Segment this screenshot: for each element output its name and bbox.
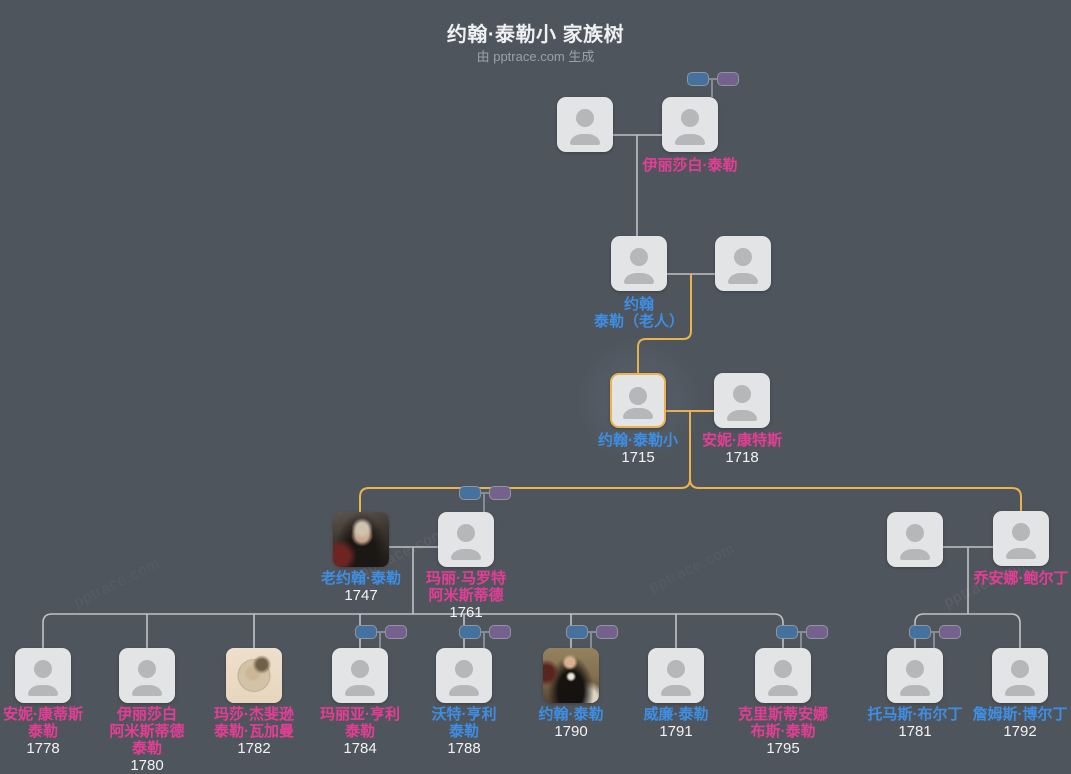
chip-stub [933, 632, 935, 648]
female-ancestor-chip-icon[interactable] [596, 625, 618, 639]
chip-stub [800, 632, 802, 648]
female-ancestor-chip-icon[interactable] [939, 625, 961, 639]
person-card-john-tyler-jr-focused[interactable] [610, 373, 666, 428]
chip-stub [483, 632, 485, 648]
collapsed-branch-toggle[interactable] [355, 625, 407, 648]
chip-connector [376, 631, 386, 633]
chip-connector [480, 631, 490, 633]
female-ancestor-chip-icon[interactable] [806, 625, 828, 639]
chip-connector [797, 631, 807, 633]
person-card-martha-jefferson[interactable] [226, 648, 282, 703]
avatar-placeholder-icon [332, 648, 388, 703]
person-card-john-tyler-sr[interactable] [333, 512, 389, 567]
avatar-placeholder-icon [557, 97, 613, 152]
avatar-placeholder-icon [612, 375, 664, 426]
chip-connector [930, 631, 940, 633]
avatar-placeholder-icon [611, 236, 667, 291]
person-card-james-bolling[interactable] [992, 648, 1048, 703]
page-title: 约翰·泰勒小 家族树 [446, 24, 625, 46]
person-card-wat-henry-tyler[interactable] [436, 648, 492, 703]
collapsed-parents-toggle[interactable] [459, 486, 511, 512]
collapsed-parents-toggle[interactable] [687, 72, 739, 97]
collapsed-branch-toggle[interactable] [459, 625, 511, 648]
chip-stub [483, 493, 485, 512]
person-card-unknown-spouse[interactable] [887, 512, 943, 567]
person-card-anne-contesse[interactable] [714, 373, 770, 428]
female-ancestor-chip-icon[interactable] [489, 625, 511, 639]
portrait-photo [543, 648, 599, 703]
collapsed-branch-toggle[interactable] [566, 625, 618, 648]
male-ancestor-chip-icon[interactable] [566, 625, 588, 639]
female-ancestor-chip-icon[interactable] [489, 486, 511, 500]
female-ancestor-chip-icon[interactable] [717, 72, 739, 86]
avatar-placeholder-icon [755, 648, 811, 703]
chip-stub [711, 79, 713, 97]
avatar-placeholder-icon [662, 97, 718, 152]
person-card-elizabeth-tyler[interactable] [662, 97, 718, 152]
portrait-photo [226, 648, 282, 703]
male-ancestor-chip-icon[interactable] [459, 486, 481, 500]
avatar-placeholder-icon [438, 512, 494, 567]
avatar-placeholder-icon [992, 648, 1048, 703]
male-ancestor-chip-icon[interactable] [909, 625, 931, 639]
person-card-elizabeth-armistead-tyler[interactable] [119, 648, 175, 703]
direct-lineage-lines [359, 274, 1022, 512]
person-card-william-tyler[interactable] [648, 648, 704, 703]
page-subtitle: 由 pptrace.com 生成 [476, 49, 595, 64]
male-ancestor-chip-icon[interactable] [687, 72, 709, 86]
person-card-john-tyler[interactable] [543, 648, 599, 703]
male-ancestor-chip-icon[interactable] [776, 625, 798, 639]
portrait-photo [333, 512, 389, 567]
collapsed-branch-toggle[interactable] [776, 625, 828, 648]
person-card-joanna-bolling[interactable] [993, 511, 1049, 566]
avatar-placeholder-icon [715, 236, 771, 291]
male-ancestor-chip-icon[interactable] [459, 625, 481, 639]
person-card-thomas-bolling[interactable] [887, 648, 943, 703]
chip-connector [708, 78, 718, 80]
person-card-mary-marot[interactable] [438, 512, 494, 567]
person-card-maria-henry-tyler[interactable] [332, 648, 388, 703]
avatar-placeholder-icon [887, 648, 943, 703]
family-lines [42, 134, 1021, 648]
avatar-placeholder-icon [714, 373, 770, 428]
avatar-placeholder-icon [15, 648, 71, 703]
female-ancestor-chip-icon[interactable] [385, 625, 407, 639]
person-card-unknown-father[interactable] [557, 97, 613, 152]
person-card-unknown-spouse[interactable] [715, 236, 771, 291]
avatar-placeholder-icon [648, 648, 704, 703]
avatar-placeholder-icon [119, 648, 175, 703]
chip-connector [587, 631, 597, 633]
chip-connector [480, 492, 490, 494]
chip-stub [379, 632, 381, 648]
avatar-placeholder-icon [993, 511, 1049, 566]
avatar-placeholder-icon [887, 512, 943, 567]
person-card-anne-contesse-tyler[interactable] [15, 648, 71, 703]
avatar-placeholder-icon [436, 648, 492, 703]
person-card-john-the-elder[interactable] [611, 236, 667, 291]
person-card-christiana-booth-tyler[interactable] [755, 648, 811, 703]
male-ancestor-chip-icon[interactable] [355, 625, 377, 639]
collapsed-branch-toggle[interactable] [909, 625, 961, 648]
chip-stub [590, 632, 592, 648]
